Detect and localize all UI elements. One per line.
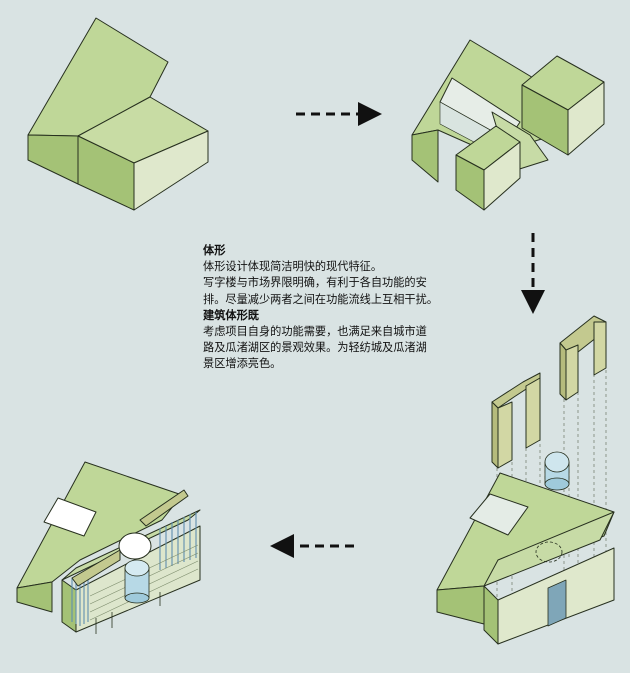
massing-step-3 (436, 315, 615, 645)
right-frame-leg-a (559, 342, 567, 401)
final-tower-left (71, 549, 121, 587)
final-courtyard (43, 497, 97, 537)
glass-cylinder (544, 451, 570, 491)
ground-side (436, 585, 485, 625)
pilotis (95, 592, 161, 634)
courtyard-circle (535, 541, 563, 563)
description-text: 体形 体形设计体现简洁明快的现代特征。 写字楼与市场界限明确，有利于各自功能的安… (203, 243, 473, 373)
massing-step-2 (411, 39, 605, 211)
massing-step-1 (27, 17, 209, 211)
text-line-6: 景区增添亮色。 (203, 357, 282, 371)
west-block-right (483, 141, 521, 211)
massing-step-4 (16, 461, 201, 634)
glazed-recess (547, 579, 567, 627)
ground-opening (469, 493, 529, 536)
text-line-5: 路及瓜渚湖区的景观效果。为轻纺城及瓜渚湖 (203, 341, 427, 355)
base-block-side (27, 134, 79, 185)
east-block-right (567, 81, 605, 156)
bar-left (483, 585, 499, 645)
final-circle-void (118, 532, 152, 560)
bar-top (483, 511, 615, 587)
left-frame-leg-b (525, 377, 541, 449)
final-base-side (16, 581, 53, 613)
heading-building-form: 建筑体形既 (203, 308, 259, 322)
text-line-4: 考虑项目自身的功能需要，也满足来自城市道 (203, 325, 427, 339)
right-frame-leg-b (593, 321, 607, 376)
final-tower-right (139, 489, 189, 527)
final-glass-cylinder (124, 559, 150, 604)
base-side (411, 129, 439, 183)
final-slab-left (61, 579, 77, 633)
right-frame-leg-a-face (565, 344, 579, 401)
slab-right (133, 130, 209, 211)
text-line-1: 体形设计体现简洁明快的现代特征。 (203, 260, 383, 274)
left-frame-leg-a (491, 401, 499, 469)
text-line-2: 写字楼与市场界限明确，有利于各自功能的安 (203, 276, 427, 290)
left-frame-leg-a-face (497, 401, 513, 469)
text-line-3: 排。尽量减少两者之间在功能流线上互相干扰。 (203, 292, 438, 306)
heading-form: 体形 (203, 244, 226, 257)
